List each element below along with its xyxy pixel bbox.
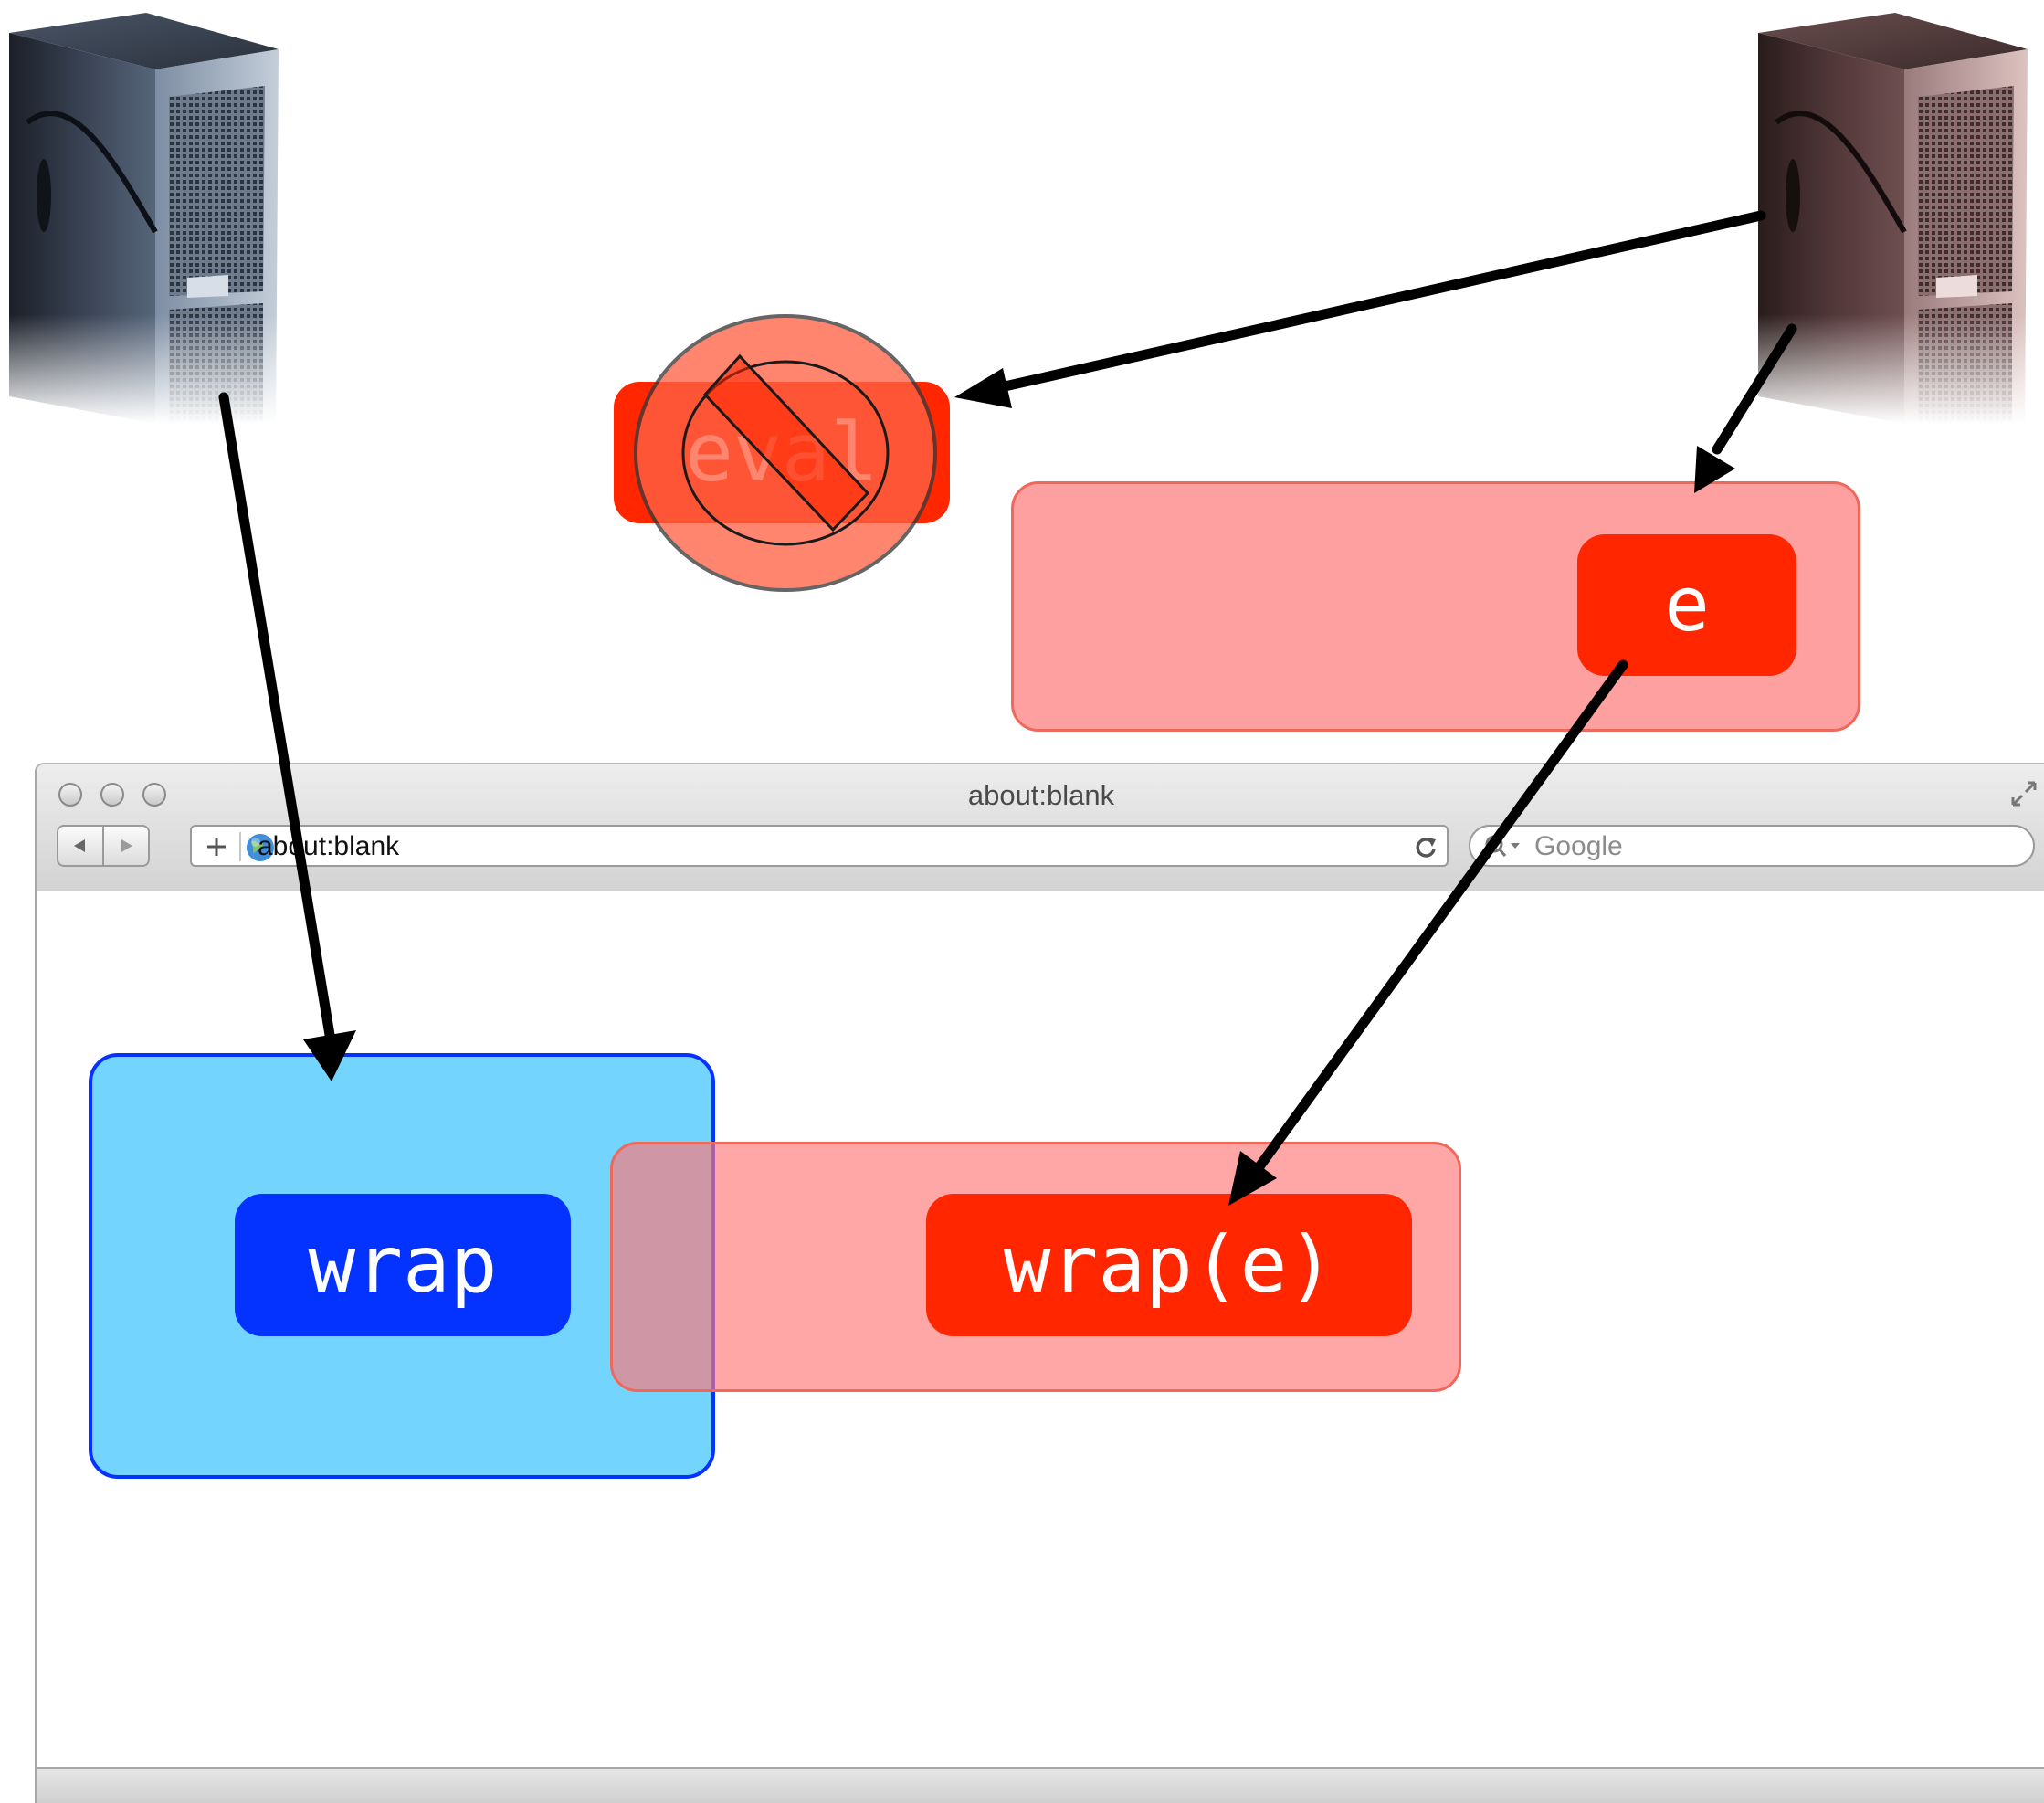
prohibited-icon — [634, 314, 937, 592]
plus-icon[interactable] — [205, 835, 228, 859]
close-window-button[interactable] — [58, 783, 82, 807]
wrap-e-label: wrap(e) — [1003, 1219, 1335, 1311]
search-placeholder: Google — [1534, 831, 1623, 861]
e-label: e — [1664, 562, 1710, 648]
browser-statusbar — [35, 1767, 2044, 1803]
window-title: about:blank — [967, 779, 1115, 811]
right-server-icon — [1758, 13, 2032, 424]
wrap-label: wrap — [308, 1219, 498, 1311]
forward-button[interactable] — [102, 825, 150, 867]
zoom-window-button[interactable] — [142, 783, 166, 807]
browser-toolbar: about:blank about:blank — [35, 763, 2044, 891]
back-button[interactable] — [57, 825, 104, 867]
wrap-pill: wrap — [235, 1194, 571, 1336]
left-server-icon — [9, 13, 283, 424]
search-icon — [1485, 835, 1520, 857]
wrap-e-pill: wrap(e) — [926, 1194, 1412, 1336]
back-icon — [74, 839, 85, 852]
minimize-window-button[interactable] — [100, 783, 124, 807]
reload-icon[interactable] — [1412, 834, 1439, 861]
fullscreen-icon[interactable] — [2009, 779, 2039, 808]
address-bar[interactable]: about:blank — [190, 825, 1449, 867]
search-field[interactable]: Google — [1469, 825, 2035, 867]
forward-icon — [121, 839, 132, 852]
arrow-server-to-eval — [979, 210, 1766, 396]
e-pill: e — [1577, 534, 1796, 676]
url-text: about:blank — [258, 831, 400, 861]
